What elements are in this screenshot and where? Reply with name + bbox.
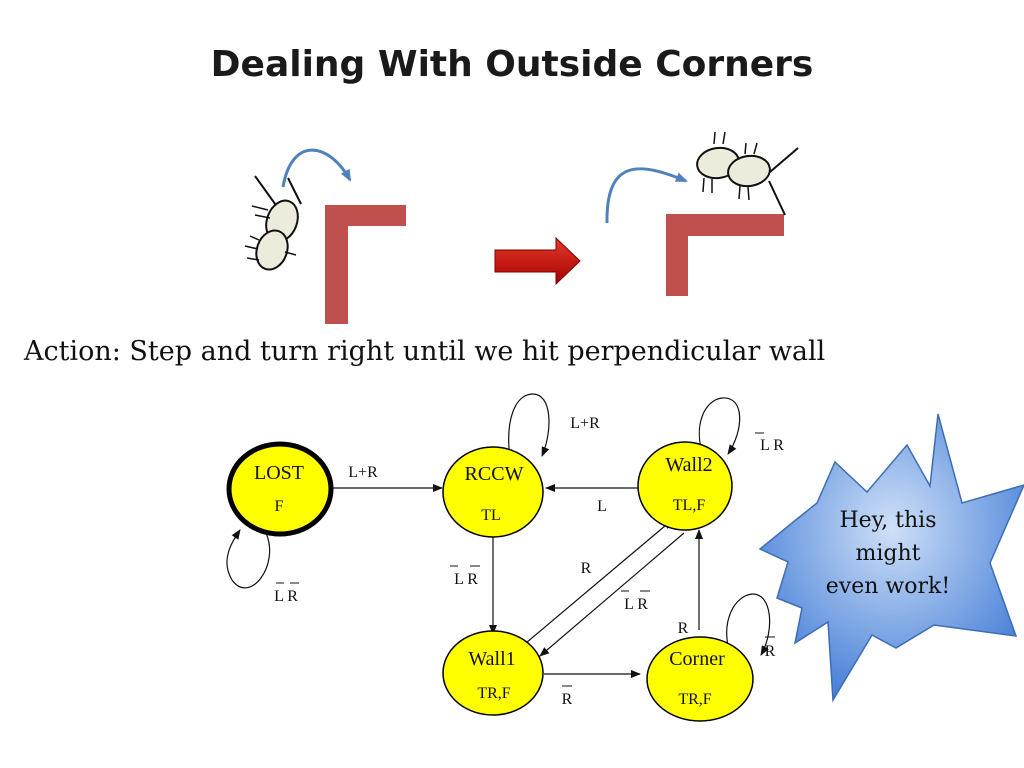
callout-line-3: even work! [826,574,950,599]
wall-corner-before [325,205,406,324]
state-wall1: Wall1 TR,F [442,630,544,716]
label-corner-self: R [765,643,776,660]
wall-corner-after [666,214,784,296]
label-rccw-self: L+R [570,415,600,432]
label-wall1-corner: R [562,691,573,708]
state-corner: Corner TR,F [646,636,754,722]
callout-line-1: Hey, this [839,508,936,533]
label-wall1-wall2: R [581,560,592,577]
edge-wall2-wall1 [539,532,685,657]
state-rccw-name: RCCW [465,463,524,485]
label-lost-self: L R [274,588,298,605]
state-corner-name: Corner [669,648,725,670]
state-wall2: Wall2 TL,F [637,441,733,531]
robot-before [244,175,302,271]
action-caption: Action: Step and turn right until we hit… [24,336,826,367]
callout-line-2: might [856,541,921,566]
transition-arrow [494,236,581,286]
state-lost-output: F [275,498,284,515]
state-corner-output: TR,F [678,691,711,708]
callout-burst: Hey, this might even work! [758,413,1024,703]
label-lost-rccw: L+R [348,464,378,481]
state-wall1-name: Wall1 [468,648,515,670]
label-corner-wall2: R [678,620,689,637]
state-wall1-output: TR,F [477,685,510,702]
label-wall2-rccw: L [597,498,607,515]
state-lost: LOST F [226,441,334,537]
edge-rccw-self [508,393,550,459]
edge-wall2-self [698,397,741,459]
label-rccw-wall1: L R [454,571,478,588]
state-rccw: RCCW TL [442,446,544,538]
state-rccw-output: TL [481,507,501,524]
robot-after [696,131,799,216]
label-wall2-self: L R [760,437,784,454]
state-wall2-output: TL,F [673,497,706,514]
slide-title: Dealing With Outside Corners [210,44,814,85]
state-lost-name: LOST [254,462,304,484]
edge-corner-self [726,593,771,656]
negation-bars [276,432,775,687]
turn-curve-before [281,148,352,188]
state-wall2-name: Wall2 [665,454,712,476]
turn-curve-after [605,167,688,224]
edge-wall1-wall2 [525,519,673,644]
label-wall2-wall1: L R [624,596,648,613]
edge-lost-self [226,529,271,589]
